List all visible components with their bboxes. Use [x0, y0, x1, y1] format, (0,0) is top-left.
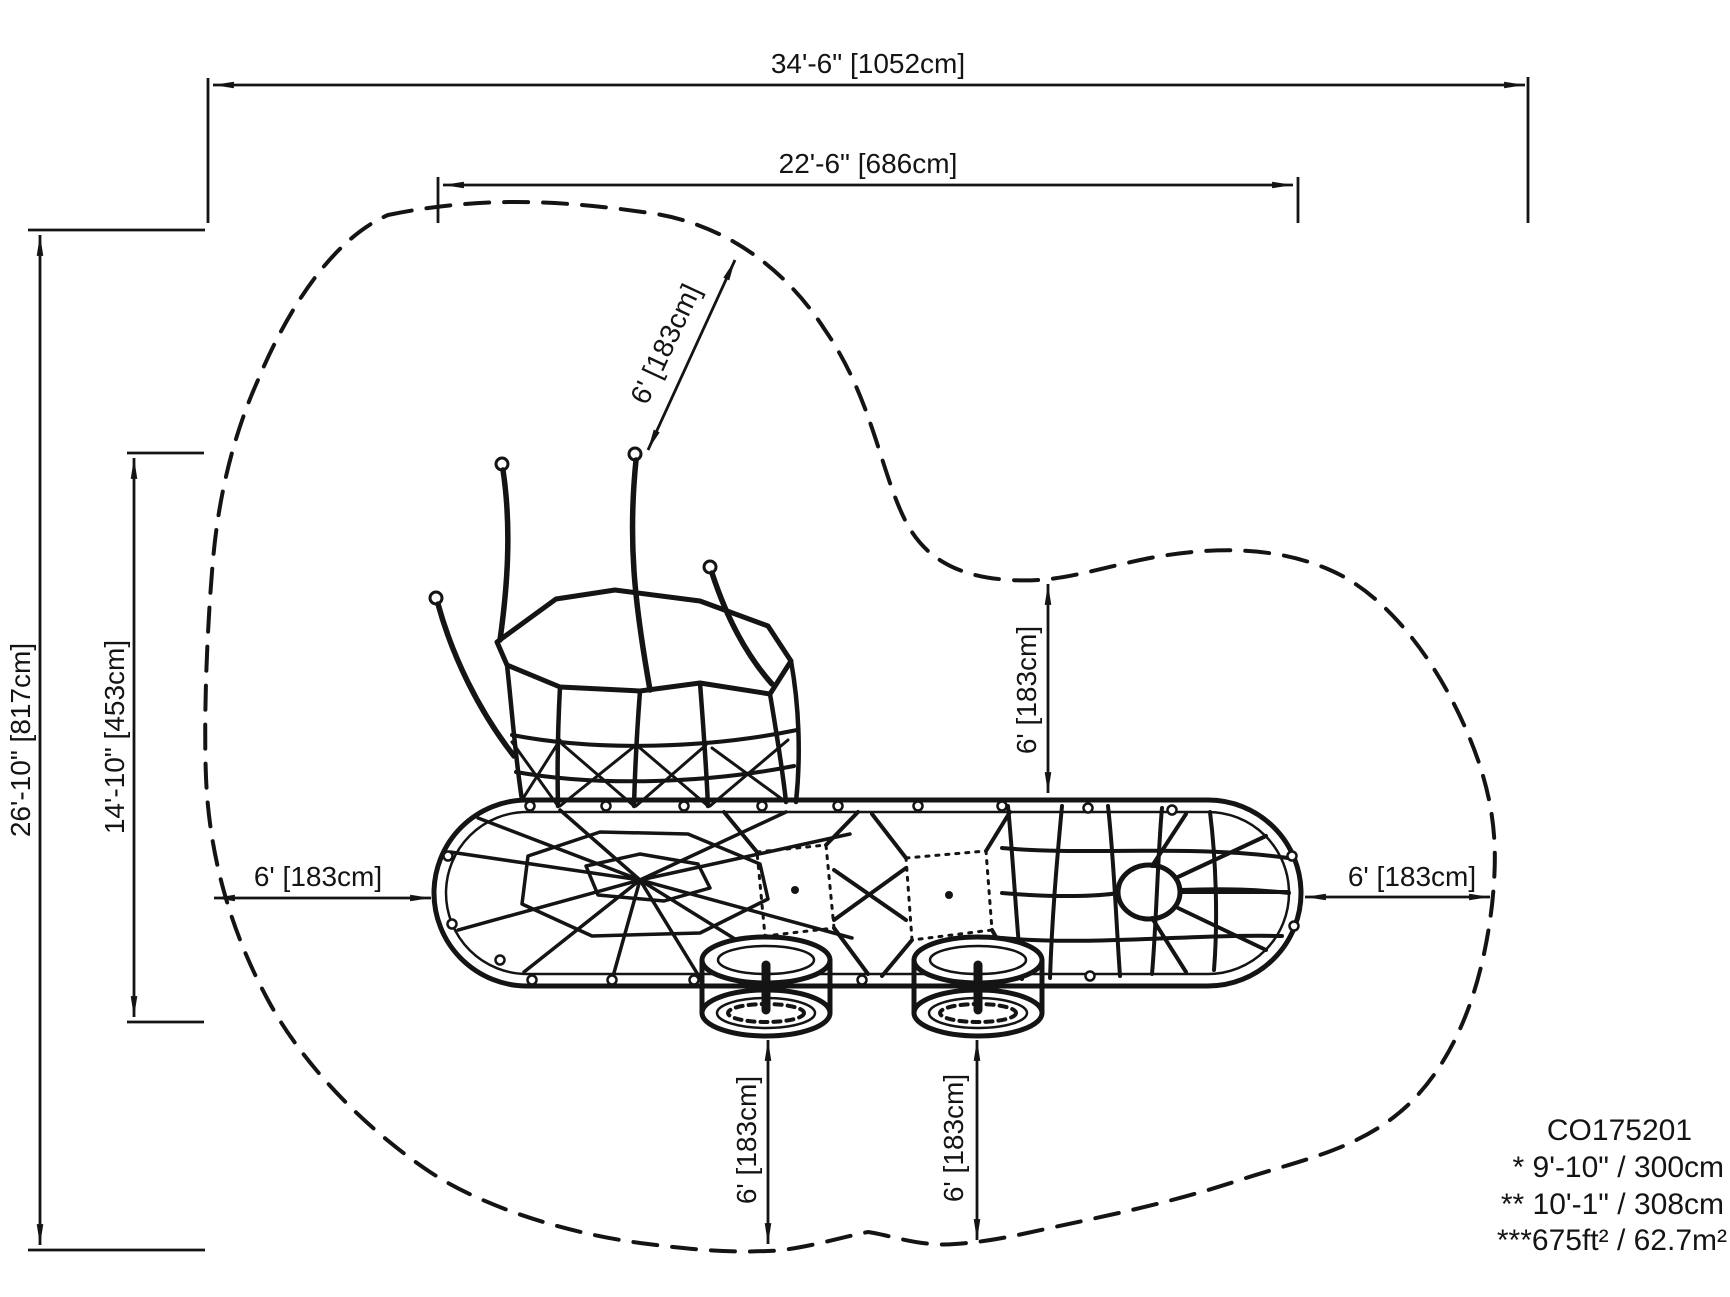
- note-fall-height-2: ** 10'-1" / 308cm: [1501, 1188, 1724, 1221]
- dimension-clearance-right: 6' [183cm]: [1305, 861, 1490, 901]
- dimension-label: 34'-6" [1052cm]: [771, 48, 965, 79]
- title-block: CO175201 * 9'-10" / 300cm ** 10'-1" / 30…: [1497, 1114, 1727, 1257]
- net-tower: [494, 587, 801, 809]
- spinner-drum-2: [911, 934, 1045, 1039]
- right-quad-net: [1000, 804, 1291, 981]
- dimension-clearance-bottom-1: 6' [183cm]: [731, 1040, 772, 1244]
- dimension-label: 6' [183cm]: [624, 279, 706, 408]
- antenna-poles: [428, 446, 775, 759]
- product-code: CO175201: [1547, 1114, 1692, 1147]
- note-area: ***675ft² / 62.7m²: [1497, 1224, 1727, 1257]
- dimension-label: 6' [183cm]: [1348, 861, 1476, 892]
- note-fall-height: * 9'-10" / 300cm: [1513, 1151, 1724, 1184]
- climbing-structure: [428, 446, 1304, 1039]
- dimension-label: 14'-10" [453cm]: [99, 640, 130, 834]
- dimension-label: 6' [183cm]: [938, 1074, 969, 1202]
- dimension-net-depth: 14'-10" [453cm]: [99, 451, 204, 1024]
- dimension-label: 26'-10" [817cm]: [5, 643, 36, 837]
- dimension-clearance-left: 6' [183cm]: [214, 861, 431, 902]
- dimension-clearance-diagonal: 6' [183cm]: [624, 259, 737, 451]
- dimension-label: 22'-6" [686cm]: [779, 148, 958, 179]
- frame-attachment-dots: [442, 800, 1300, 986]
- dimension-clearance-bottom-2: 6' [183cm]: [938, 1040, 981, 1240]
- spider-web-net: [448, 808, 854, 982]
- dimension-label: 6' [183cm]: [731, 1076, 762, 1204]
- dimension-clearance-top-right: 6' [183cm]: [1011, 584, 1052, 793]
- use-zone-boundary: [203, 199, 1497, 1254]
- dimension-overall-depth: 26'-10" [817cm]: [5, 228, 205, 1252]
- dimension-net-width: 22'-6" [686cm]: [436, 148, 1300, 223]
- dimension-label: 6' [183cm]: [254, 861, 382, 892]
- dimension-label: 6' [183cm]: [1011, 626, 1042, 754]
- dimension-overall-width: 34'-6" [1052cm]: [206, 48, 1530, 223]
- spinner-drum-1: [699, 934, 833, 1039]
